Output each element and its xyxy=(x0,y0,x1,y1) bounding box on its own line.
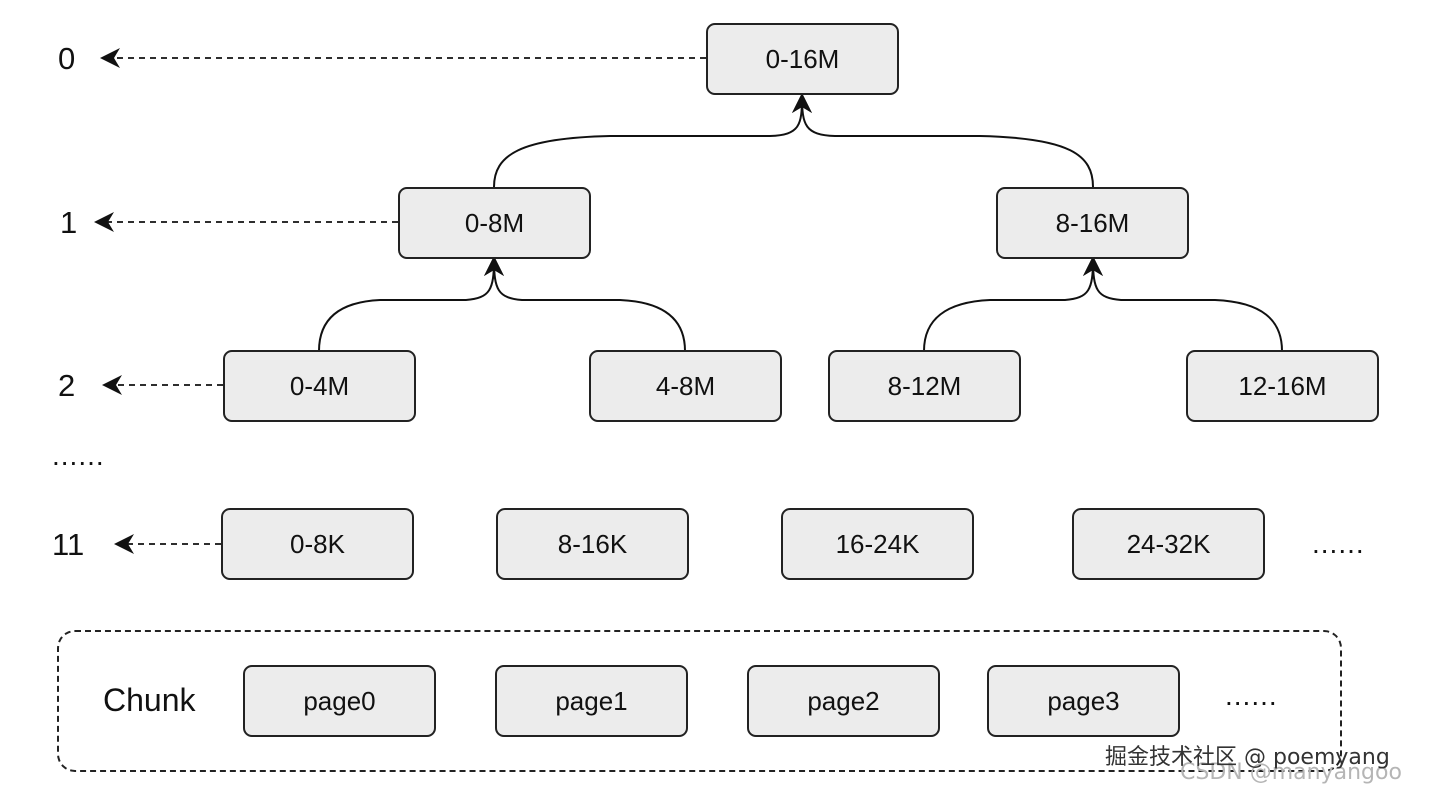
edge-8-12M-to-8-16M xyxy=(923,256,1103,352)
edge-0-8M-to-0-16M xyxy=(493,93,812,188)
node-12-16M: 12-16M xyxy=(1186,350,1379,422)
row-11-ellipsis: ...... xyxy=(1312,528,1365,559)
node-8-16K: 8-16K xyxy=(496,508,689,580)
node-8-12M: 8-12M xyxy=(828,350,1021,422)
edge-8-16M-to-0-16M xyxy=(792,93,1094,188)
page-node: page2 xyxy=(747,665,940,737)
watermark-primary: 掘金技术社区 @ poemyang xyxy=(1105,745,1390,770)
page-node: page3 xyxy=(987,665,1180,737)
node-4-8M: 4-8M xyxy=(589,350,782,422)
chunk-label: Chunk xyxy=(103,682,196,718)
edge-12-16M-to-8-16M xyxy=(1083,256,1283,352)
node-0-16M: 0-16M xyxy=(706,23,899,95)
level-label-1: 1 xyxy=(60,205,78,240)
node-0-4M: 0-4M xyxy=(223,350,416,422)
edge-0-4M-to-0-8M xyxy=(318,256,504,352)
node-8-16M: 8-16M xyxy=(996,187,1189,259)
node-0-8K: 0-8K xyxy=(221,508,414,580)
edge-4-8M-to-0-8M xyxy=(484,256,686,352)
level-label-2: 2 xyxy=(58,368,76,403)
page-node: page0 xyxy=(243,665,436,737)
node-0-8M: 0-8M xyxy=(398,187,591,259)
pages-ellipsis: ...... xyxy=(1225,680,1278,711)
level-label-0: 0 xyxy=(58,41,76,76)
chunk-container xyxy=(57,630,1342,772)
levels-ellipsis: ...... xyxy=(52,440,105,471)
node-24-32K: 24-32K xyxy=(1072,508,1265,580)
page-node: page1 xyxy=(495,665,688,737)
node-16-24K: 16-24K xyxy=(781,508,974,580)
level-label-11: 11 xyxy=(52,527,85,562)
watermark-secondary: CSDN @manyangoo xyxy=(1180,760,1402,785)
